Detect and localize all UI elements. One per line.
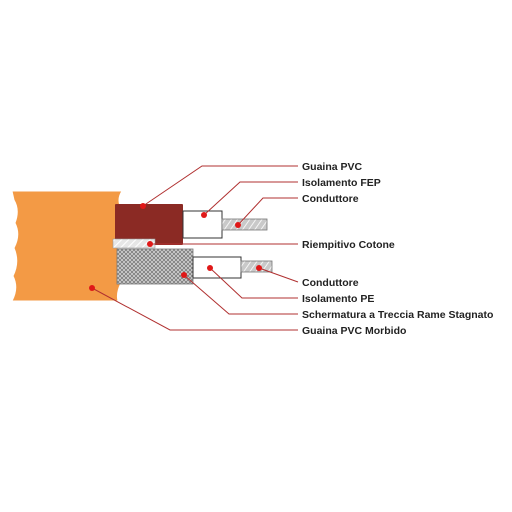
top-conductor: [221, 218, 268, 231]
leader-line: [209, 267, 298, 299]
label-conduttore-top: Conduttore: [302, 193, 359, 205]
pvc-jacket: [115, 204, 183, 245]
label-riempitivo-cotone: Riempitivo Cotone: [302, 239, 395, 251]
callout-dot: [235, 222, 241, 228]
tinned-copper-braid-shield: [116, 248, 194, 285]
callout-dot: [181, 272, 187, 278]
callout-dot: [140, 203, 146, 209]
leader-line: [91, 287, 298, 331]
callout-dot: [201, 212, 207, 218]
leader-line: [142, 165, 298, 207]
label-isolamento-fep: Isolamento FEP: [302, 177, 381, 189]
leader-line: [183, 274, 298, 315]
label-guaina-pvc: Guaina PVC: [302, 161, 363, 173]
callout-dot: [207, 265, 213, 271]
label-guaina-pvc-morbido: Guaina PVC Morbido: [302, 325, 406, 337]
leader-line: [237, 197, 298, 226]
label-conduttore-bottom: Conduttore: [302, 277, 359, 289]
label-schermatura: Schermatura a Treccia Rame Stagnato: [302, 309, 493, 321]
callout-dot: [147, 241, 153, 247]
leader-line: [203, 181, 298, 216]
label-isolamento-pe: Isolamento PE: [302, 293, 374, 305]
callout-dot: [256, 265, 262, 271]
outer-pvc-jacket: [11, 190, 123, 302]
leader-line: [258, 267, 299, 283]
callout-dot: [89, 285, 95, 291]
